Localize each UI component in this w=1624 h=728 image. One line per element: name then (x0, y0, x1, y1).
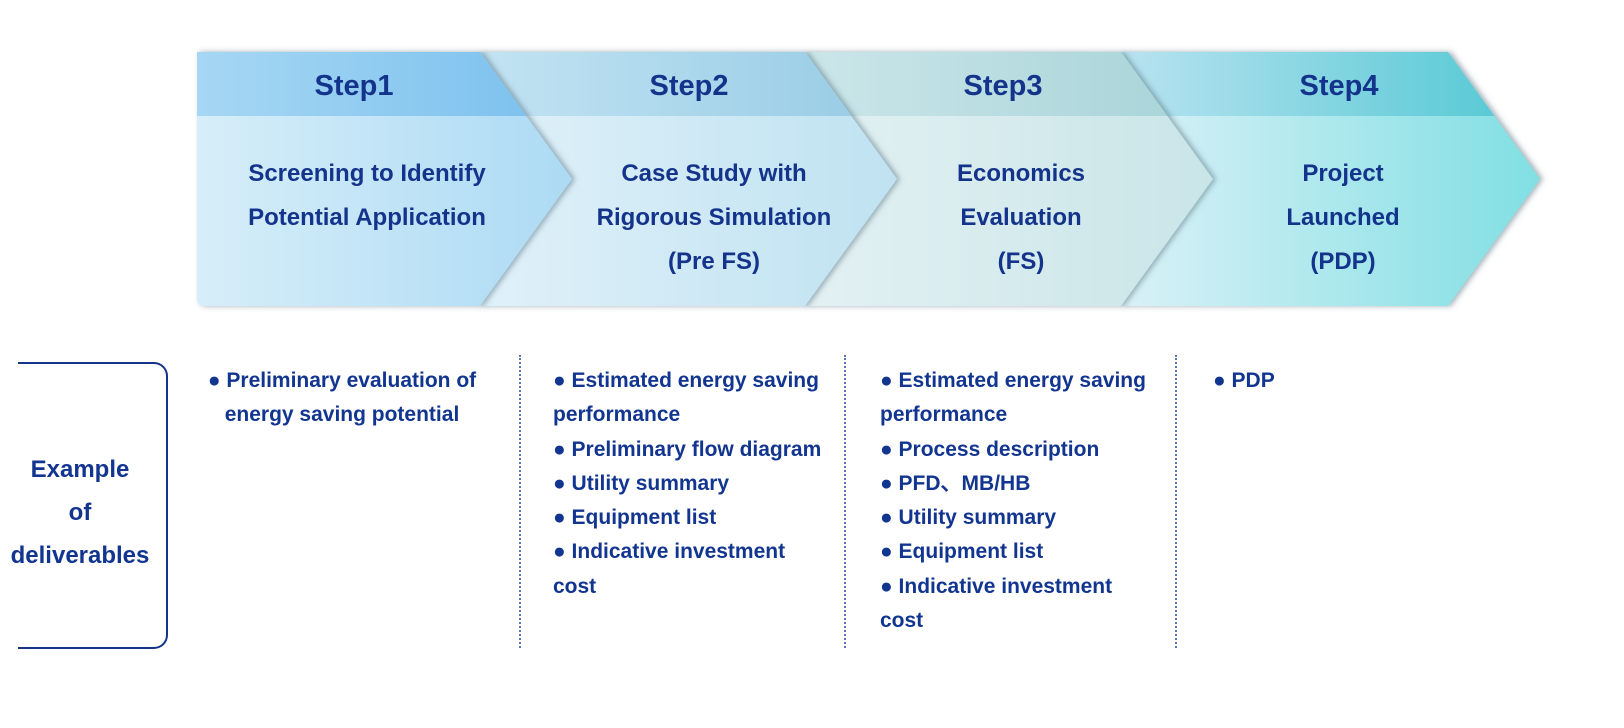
list-item: Utility summary (553, 467, 833, 501)
list-item: Process description (880, 433, 1160, 467)
desc-line: Rigorous Simulation (596, 204, 832, 231)
step4-description: Project Launched (PDP) (1183, 152, 1503, 284)
step4-title: Step4 (1299, 70, 1379, 102)
column-divider (519, 355, 521, 648)
step1-title: Step1 (314, 70, 394, 102)
step3-title: Step3 (963, 70, 1043, 102)
list-item: Estimated energy saving performance (880, 364, 1160, 433)
list-item: Equipment list (553, 501, 833, 535)
list-item: Utility summary (880, 501, 1160, 535)
desc-line: Launched (1286, 204, 1400, 231)
desc-line: (FS) (997, 248, 1045, 275)
desc-line: Evaluation (960, 204, 1082, 231)
step3-deliverables: Estimated energy saving performance Proc… (880, 364, 1160, 638)
list-item: Equipment list (880, 535, 1160, 569)
column-divider (844, 355, 846, 648)
process-flow (197, 52, 1540, 306)
step4-deliverables: PDP (1213, 364, 1493, 398)
desc-line: Case Study with (621, 160, 807, 187)
label-line: Example (30, 456, 130, 483)
list-item: Indicative investment cost (880, 570, 1160, 639)
step3-description: Economics Evaluation (FS) (861, 152, 1181, 284)
label-line: deliverables (10, 542, 150, 569)
step1-deliverables: Preliminary evaluation of energy saving … (192, 364, 492, 433)
list-item: Preliminary flow diagram (553, 433, 833, 467)
column-divider (1175, 355, 1177, 648)
list-item: Indicative investment cost (553, 535, 833, 604)
list-item: Estimated energy saving performance (553, 364, 833, 433)
label-line: of (68, 499, 92, 526)
list-item: PDP (1213, 364, 1493, 398)
desc-line: Screening to Identify (248, 160, 486, 187)
step2-deliverables: Estimated energy saving performance Prel… (553, 364, 833, 604)
desc-line: Economics (956, 160, 1086, 187)
desc-line: Project (1302, 160, 1384, 187)
desc-line: Potential Application (248, 204, 486, 231)
step2-description: Case Study with Rigorous Simulation (Pre… (554, 152, 874, 284)
list-item: PFD、MB/HB (880, 467, 1160, 501)
desc-line: (Pre FS) (667, 248, 760, 275)
step2-title: Step2 (649, 70, 729, 102)
step1-description: Screening to Identify Potential Applicat… (207, 152, 527, 240)
desc-line: (PDP) (1310, 248, 1376, 275)
list-item: Preliminary evaluation of energy saving … (192, 364, 492, 433)
deliverables-bracket (18, 362, 168, 649)
deliverables-label: Example of deliverables (0, 448, 160, 577)
